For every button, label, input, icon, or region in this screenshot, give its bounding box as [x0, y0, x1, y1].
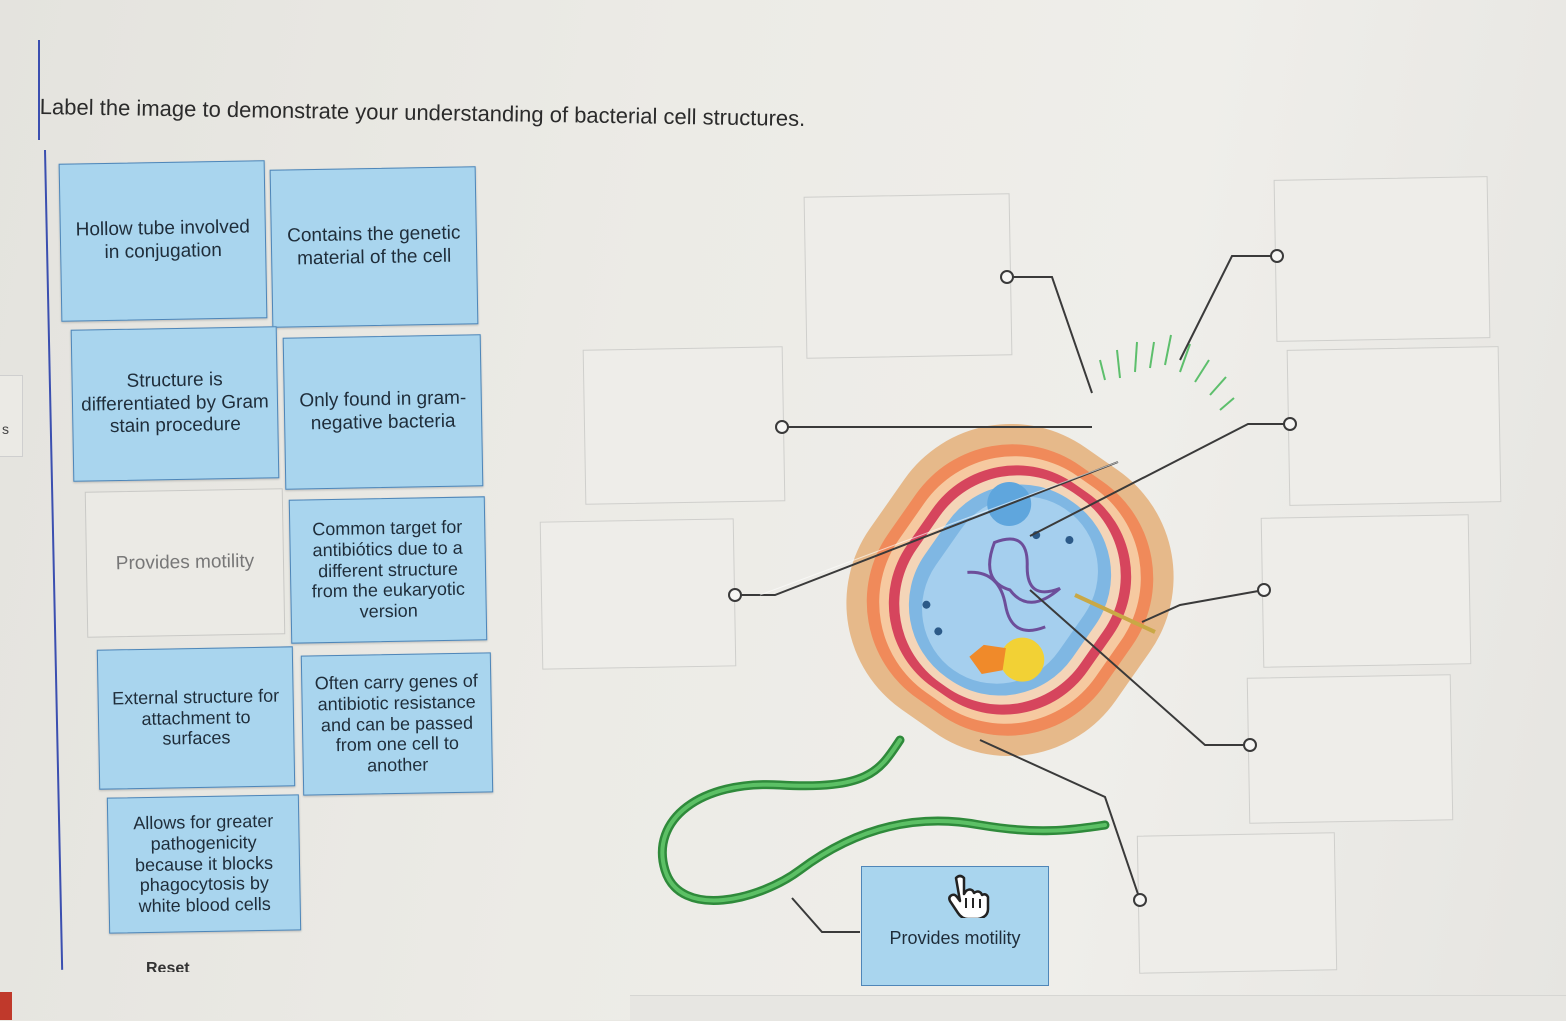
anchor-point[interactable]: [1283, 417, 1297, 431]
footer-navigation-bar: [630, 995, 1566, 1021]
anchor-point[interactable]: [1133, 893, 1147, 907]
anchor-point[interactable]: [1257, 583, 1271, 597]
anchor-point[interactable]: [728, 588, 742, 602]
reset-button[interactable]: Reset: [146, 960, 190, 972]
inclusion-body: [969, 644, 1006, 674]
ribosome: [922, 600, 931, 609]
plasmid: [1000, 637, 1045, 682]
fimbriae: [1099, 334, 1235, 411]
footer-marker: [0, 992, 12, 1020]
side-tab[interactable]: s: [0, 375, 23, 457]
left-rule: [38, 40, 40, 140]
hand-cursor-icon: [948, 874, 990, 918]
anchor-point[interactable]: [1270, 249, 1284, 263]
leader-lines: [735, 255, 1290, 933]
pilus: [1074, 593, 1156, 634]
placed-label-text: Provides motility: [889, 928, 1021, 948]
side-tab-label: s: [2, 421, 9, 437]
placed-label-motility[interactable]: Provides motility: [861, 866, 1049, 986]
anchor-point[interactable]: [775, 420, 789, 434]
anchor-point[interactable]: [1243, 738, 1257, 752]
anchor-point[interactable]: [1000, 270, 1014, 284]
